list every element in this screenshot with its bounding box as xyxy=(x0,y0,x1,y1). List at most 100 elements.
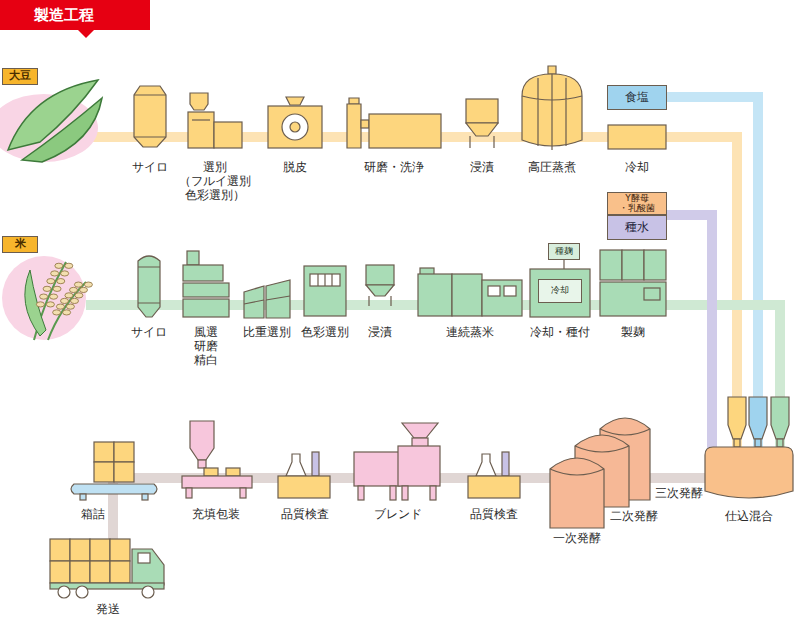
illustration-part xyxy=(110,561,130,583)
illustration-part xyxy=(402,423,438,438)
illustration-part xyxy=(644,250,666,280)
illustration-part xyxy=(734,439,740,447)
illustration-part xyxy=(57,279,65,284)
node-label: 発送 xyxy=(96,603,120,617)
label-text: 風選 研磨 精白 xyxy=(194,326,218,367)
illustration-part xyxy=(290,122,300,132)
illustration-part xyxy=(504,286,516,296)
label-text: サイロ xyxy=(131,326,167,340)
flow-bands xyxy=(86,97,780,540)
label-text: 品質検査 xyxy=(470,508,518,522)
node-label: 浸漬 xyxy=(470,161,494,175)
illustration-part xyxy=(358,486,364,500)
text-line: Y酵母 xyxy=(625,193,649,203)
illustration-part xyxy=(312,452,319,476)
rice-ground xyxy=(2,256,86,340)
illustration-part xyxy=(75,293,83,298)
illustration-part xyxy=(138,256,160,317)
illustration-part xyxy=(43,286,51,291)
machine-illustration xyxy=(266,96,324,150)
illustration-part xyxy=(398,446,440,486)
flow-line xyxy=(254,473,276,483)
process-machine: 浸漬 xyxy=(462,98,502,150)
illustration-part xyxy=(214,122,242,148)
node-label: 品質検査 xyxy=(281,508,329,522)
node-label: サイロ xyxy=(132,161,168,175)
node-label: 冷却・種付 xyxy=(530,326,590,340)
text-line: （フルイ選別 xyxy=(179,174,251,188)
label-text: 比重選別 xyxy=(243,326,291,340)
node-label: ブレンド xyxy=(374,508,422,522)
flow-line xyxy=(592,300,598,310)
text-line: 精白 xyxy=(194,353,218,367)
process-machine: ブレンド xyxy=(352,422,444,502)
illustration-part xyxy=(134,95,166,137)
process-machine: 比重選別 xyxy=(242,278,292,320)
machine-illustration xyxy=(352,422,444,502)
illustration-part xyxy=(58,586,70,598)
illustration-part xyxy=(286,454,306,476)
label-text: 二次発酵 xyxy=(610,510,658,524)
machine-illustration xyxy=(462,98,502,150)
label-text: 種麹 xyxy=(555,247,573,257)
machine-illustration xyxy=(302,264,348,318)
label-text: サイロ xyxy=(132,161,168,175)
label-text: 選別 xyxy=(179,161,251,175)
node-label: 脱皮 xyxy=(283,161,307,175)
title-banner xyxy=(0,0,150,30)
illustration-part xyxy=(488,286,500,296)
illustration-part xyxy=(71,484,157,494)
illustration-part xyxy=(198,460,206,468)
label-text: 冷却・種付 xyxy=(530,326,590,340)
illustration-part xyxy=(84,282,92,287)
soy-band xyxy=(88,137,737,450)
illustration-part xyxy=(114,462,134,482)
machine-illustration xyxy=(132,253,166,319)
machine-illustration xyxy=(466,452,522,500)
text-box: 米 xyxy=(2,236,38,253)
illustration-part xyxy=(36,302,44,307)
illustration-part xyxy=(369,296,391,306)
illustration-part xyxy=(132,549,164,585)
illustration-part xyxy=(282,114,308,140)
label-text: 発送 xyxy=(96,603,120,617)
illustration-part xyxy=(522,74,582,150)
illustration-part xyxy=(76,586,88,598)
illustration-part xyxy=(278,476,330,498)
illustration-part xyxy=(402,486,408,500)
label-text: 浸漬 xyxy=(470,161,494,175)
illustration-part xyxy=(53,310,61,315)
node-label: 仕込混合 xyxy=(725,510,773,524)
flow-line xyxy=(586,132,607,142)
illustration-part xyxy=(70,287,78,292)
node-label: 高圧蒸煮 xyxy=(528,161,576,175)
illustration-part xyxy=(418,274,452,316)
illustration-part xyxy=(63,310,71,315)
label-text: 冷却 xyxy=(551,286,569,296)
machine-illustration xyxy=(181,250,231,318)
illustration-part xyxy=(318,274,332,286)
flow-line xyxy=(652,473,703,483)
illustration-part xyxy=(114,442,134,462)
flow-line xyxy=(668,305,780,395)
illustration-part xyxy=(56,304,64,309)
illustration-part xyxy=(74,282,82,287)
process-machine: 研磨・洗浄 xyxy=(345,98,443,150)
illustration-part xyxy=(90,561,110,583)
illustration-part xyxy=(304,266,346,316)
illustration-part xyxy=(190,93,208,110)
label-text: 製麹 xyxy=(621,326,645,340)
machine-illustration xyxy=(66,440,162,500)
process-machine: 風選 研磨 精白 xyxy=(181,250,231,318)
machine-illustration xyxy=(133,85,167,150)
illustration-part xyxy=(369,114,441,148)
illustration-part xyxy=(188,112,214,148)
node-label: 製麹 xyxy=(621,326,645,340)
process-machine: サイロ xyxy=(132,253,166,319)
machine-illustration xyxy=(607,124,667,150)
illustration-part xyxy=(226,468,240,476)
node-label: 連続蒸米 xyxy=(446,326,494,340)
flow-line xyxy=(348,300,363,310)
label-text: Y酵母 ・乳酸菌 xyxy=(619,194,655,214)
